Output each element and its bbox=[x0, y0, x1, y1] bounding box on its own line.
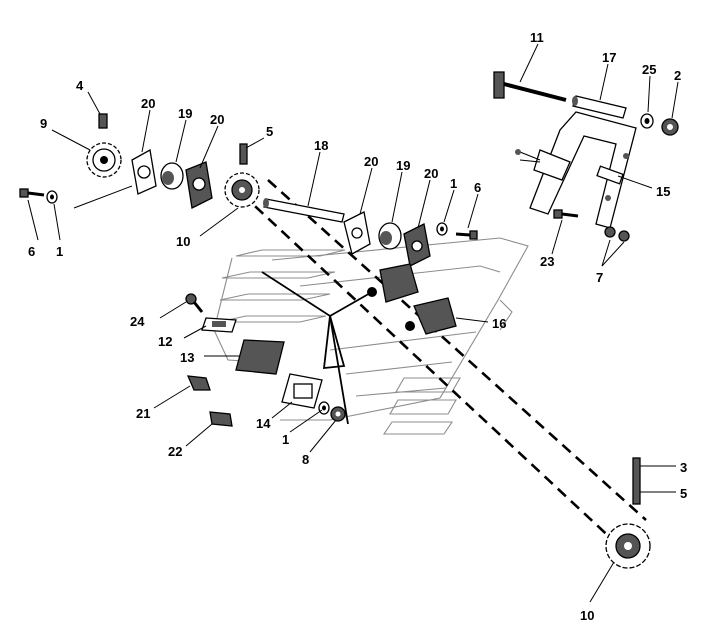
frame-fin bbox=[219, 293, 331, 301]
callout-7: 7 bbox=[596, 270, 603, 285]
flange-part-20 bbox=[403, 223, 431, 267]
callout-19: 19 bbox=[396, 158, 410, 173]
callout-5: 5 bbox=[680, 486, 687, 501]
callout-17: 17 bbox=[602, 50, 616, 65]
leader-lines bbox=[27, 43, 679, 603]
sprocket-part-10 bbox=[224, 172, 260, 208]
plate-part-16 bbox=[405, 297, 457, 335]
set-screw-part-3 bbox=[632, 457, 641, 505]
nut-part-2 bbox=[661, 118, 679, 136]
wire-linkage bbox=[261, 271, 373, 425]
washer-part-1 bbox=[318, 401, 330, 415]
callout-15: 15 bbox=[656, 184, 670, 199]
callout-labels: 4 9 20 19 20 5 18 20 19 20 1 6 11 17 25 … bbox=[28, 30, 687, 623]
callout-24: 24 bbox=[130, 314, 145, 329]
bolt-part-11 bbox=[493, 71, 567, 102]
bolt-part-24 bbox=[185, 293, 204, 313]
callout-23: 23 bbox=[540, 254, 554, 269]
callout-3: 3 bbox=[680, 460, 687, 475]
callout-10: 10 bbox=[580, 608, 594, 623]
callout-16: 16 bbox=[492, 316, 506, 331]
frame-edge bbox=[499, 299, 513, 331]
nut-part-8 bbox=[330, 406, 346, 422]
pad-part-13 bbox=[235, 339, 285, 375]
frame-fin bbox=[217, 315, 327, 323]
callout-20: 20 bbox=[364, 154, 378, 169]
washer-part-25 bbox=[640, 113, 654, 129]
sprocket-part-10 bbox=[605, 523, 651, 569]
frame-rib bbox=[299, 265, 501, 287]
callout-19: 19 bbox=[178, 106, 192, 121]
bolt-part-23 bbox=[553, 209, 579, 219]
drive-chain bbox=[241, 179, 647, 559]
clip-part-22 bbox=[209, 411, 233, 427]
frame-rib bbox=[345, 361, 453, 375]
frame-rib bbox=[329, 331, 477, 351]
bolt-part-6 bbox=[455, 230, 478, 240]
pin-part-17 bbox=[572, 95, 627, 119]
frame-fin bbox=[382, 421, 454, 435]
callout-1: 1 bbox=[450, 176, 457, 191]
flange-part-20 bbox=[185, 161, 213, 209]
callout-2: 2 bbox=[674, 68, 681, 83]
washer-part-1 bbox=[46, 190, 58, 204]
clip-part-12 bbox=[201, 317, 237, 333]
callout-6: 6 bbox=[28, 244, 35, 259]
bolt-part-6 bbox=[19, 188, 45, 198]
machine-frame-outline bbox=[213, 237, 529, 435]
callout-13: 13 bbox=[180, 350, 194, 365]
callout-20: 20 bbox=[424, 166, 438, 181]
bracket-part-15 bbox=[515, 111, 637, 229]
callout-9: 9 bbox=[40, 116, 47, 131]
callout-1: 1 bbox=[282, 432, 289, 447]
callout-4: 4 bbox=[76, 78, 84, 93]
frame-panel bbox=[271, 237, 529, 421]
clip-part-21 bbox=[186, 375, 211, 391]
frame-fin bbox=[235, 249, 346, 257]
chain-upper-run bbox=[267, 179, 647, 521]
bearing-part-19 bbox=[378, 222, 402, 250]
set-screw-part-5 bbox=[239, 143, 248, 165]
callout-5: 5 bbox=[266, 124, 273, 139]
shaft-line bbox=[73, 185, 133, 209]
flange-part-20 bbox=[343, 211, 371, 255]
callout-11: 11 bbox=[530, 30, 544, 45]
callout-8: 8 bbox=[302, 452, 309, 467]
callout-10: 10 bbox=[176, 234, 190, 249]
callout-20: 20 bbox=[141, 96, 155, 111]
wire-rod bbox=[329, 315, 349, 425]
sprocket-part-9 bbox=[86, 142, 122, 178]
set-screw-part-4 bbox=[98, 113, 108, 129]
callout-6: 6 bbox=[474, 180, 481, 195]
callout-21: 21 bbox=[136, 406, 150, 421]
callout-14: 14 bbox=[256, 416, 271, 431]
wire-loop bbox=[322, 315, 346, 370]
callout-18: 18 bbox=[314, 138, 328, 153]
callout-25: 25 bbox=[642, 62, 656, 77]
frame-fin bbox=[389, 399, 457, 415]
washer-part-1 bbox=[436, 222, 448, 236]
bearing-part-19 bbox=[160, 162, 184, 190]
pad-part-14 bbox=[281, 373, 323, 409]
frame-fin bbox=[395, 377, 461, 393]
shaft-part-18 bbox=[263, 198, 345, 223]
callout-1: 1 bbox=[56, 244, 63, 259]
flange-part-20 bbox=[131, 148, 157, 195]
nut-part-7 bbox=[604, 226, 630, 242]
callout-22: 22 bbox=[168, 444, 182, 459]
frame-fin bbox=[221, 271, 336, 279]
callout-12: 12 bbox=[158, 334, 172, 349]
tensioner-block bbox=[367, 263, 419, 303]
callout-20: 20 bbox=[210, 112, 224, 127]
